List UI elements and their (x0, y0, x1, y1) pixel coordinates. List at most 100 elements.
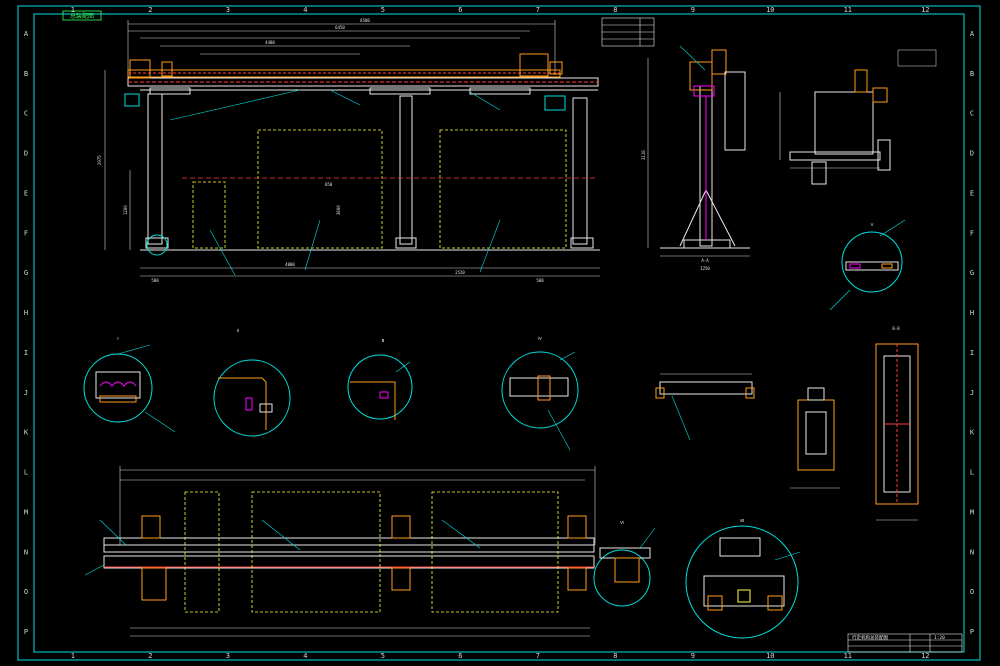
bottom-dim-3: 500 (151, 278, 159, 283)
rowR-label: C (970, 110, 974, 118)
colBot-label: 5 (381, 652, 385, 660)
rowL-label: E (24, 189, 28, 197)
clamp-detail (790, 387, 840, 489)
rowR-label: B (970, 70, 974, 78)
rowL-label: I (24, 349, 28, 357)
rowL-label: C (24, 110, 28, 118)
overall-dimension-label: 8500 (360, 18, 370, 23)
top-left-label: 总装配图 (70, 12, 94, 20)
rowR-label: F (970, 229, 974, 237)
section-bb-title: B-B (892, 326, 900, 331)
rowL-label: P (24, 628, 28, 636)
beam-detail (655, 373, 755, 441)
side-height-dim: 3110 (641, 150, 646, 160)
detail-title-5: Ⅴ (871, 222, 874, 227)
main-beam (127, 69, 599, 95)
rowR-label: P (970, 628, 974, 636)
gap-dimension-label: 650 (325, 182, 333, 187)
front-view-bottom-dimensions (104, 70, 600, 277)
support-columns (147, 93, 588, 245)
front-view: 8500 6450 4480 (97, 18, 600, 283)
detail-title-3: Ⅲ (382, 338, 385, 343)
front-view-top-dimensions (127, 20, 556, 75)
bottom-dim-4: 500 (536, 278, 544, 283)
side-section-label: A-A (701, 258, 709, 263)
plan-view (84, 466, 596, 637)
colTop-label: 5 (381, 6, 385, 14)
rowR-label: G (970, 269, 974, 277)
sheet-border (17, 5, 981, 661)
beam-dimension-label: 6450 (335, 25, 345, 30)
rowL-label: J (24, 389, 28, 397)
detail-title-4: Ⅳ (538, 336, 542, 341)
colBot-label: 6 (458, 652, 462, 660)
colTop-label: 4 (303, 6, 307, 14)
colBot-label: 9 (691, 652, 695, 660)
colBot-label: 4 (303, 652, 307, 660)
detail-leaders (117, 219, 906, 561)
rowL-label: L (24, 469, 28, 477)
rowL-label: B (24, 70, 28, 78)
colTop-label: 10 (766, 6, 774, 14)
leg-dimension-label: 1200 (123, 205, 128, 215)
detail-titles: Ⅰ Ⅱ Ⅲ Ⅳ Ⅴ Ⅵ Ⅶ B-B (117, 222, 900, 525)
rowR-label: H (970, 309, 974, 317)
rowR-label: L (970, 469, 974, 477)
title-block-title: 行走机构总装配图 (852, 634, 888, 641)
title-block (847, 633, 963, 653)
colBot-label: 3 (226, 652, 230, 660)
wheel-box-detail (779, 49, 937, 185)
height-dimension-label: 2975 (97, 155, 102, 165)
colBot-label: 8 (613, 652, 617, 660)
bottom-dim-2: 2520 (455, 270, 465, 275)
rowR-label: N (970, 548, 974, 556)
top-left-label-box: 总装配图 (62, 10, 102, 21)
rowL-label: H (24, 309, 28, 317)
rowR-label: K (970, 429, 975, 437)
rowL-label: A (24, 30, 29, 38)
side-view: 3110 A-A 1250 (641, 45, 750, 271)
rowR-label: I (970, 349, 974, 357)
colTop-label: 7 (536, 6, 540, 14)
rowR-label: M (970, 508, 974, 516)
parts-table-top (601, 17, 655, 47)
colTop-label: 1 (71, 6, 75, 14)
rowL-label: D (24, 150, 28, 158)
colBot-label: 1 (71, 652, 75, 660)
detail-title-2: Ⅱ (237, 328, 239, 333)
colTop-label: 6 (458, 6, 462, 14)
colBot-label: 7 (536, 652, 540, 660)
rowR-label: E (970, 189, 974, 197)
colTop-label: 11 (844, 6, 852, 14)
left-trolley (124, 59, 173, 107)
front-view-leaders (169, 89, 501, 276)
workpiece-outlines (192, 129, 567, 249)
side-base-dim: 1250 (700, 266, 710, 271)
span-dimension-label: 3600 (336, 205, 341, 215)
rowL-label: N (24, 548, 28, 556)
rowR-label: D (970, 150, 974, 158)
rowL-label: K (24, 429, 29, 437)
detail-title-7: Ⅶ (740, 518, 745, 523)
detail-circles (83, 231, 903, 639)
rowL-label: F (24, 229, 28, 237)
detail-title-1: Ⅰ (117, 336, 118, 341)
ground-and-feet (140, 234, 600, 256)
colBot-label: 12 (921, 652, 929, 660)
row-labels-left: A B C D E F G H I J K L M N O P (24, 30, 29, 636)
section-bb-view (875, 343, 919, 521)
rowL-label: G (24, 269, 28, 277)
detail-title-6: Ⅵ (620, 520, 624, 525)
colTop-label: 9 (691, 6, 695, 14)
rowL-label: O (24, 588, 28, 596)
rowL-label: M (24, 508, 28, 516)
right-trolley (519, 53, 566, 111)
rowR-label: O (970, 588, 974, 596)
bottom-dim-1: 4000 (285, 262, 295, 267)
colBot-label: 2 (148, 652, 152, 660)
colTop-label: 8 (613, 6, 617, 14)
